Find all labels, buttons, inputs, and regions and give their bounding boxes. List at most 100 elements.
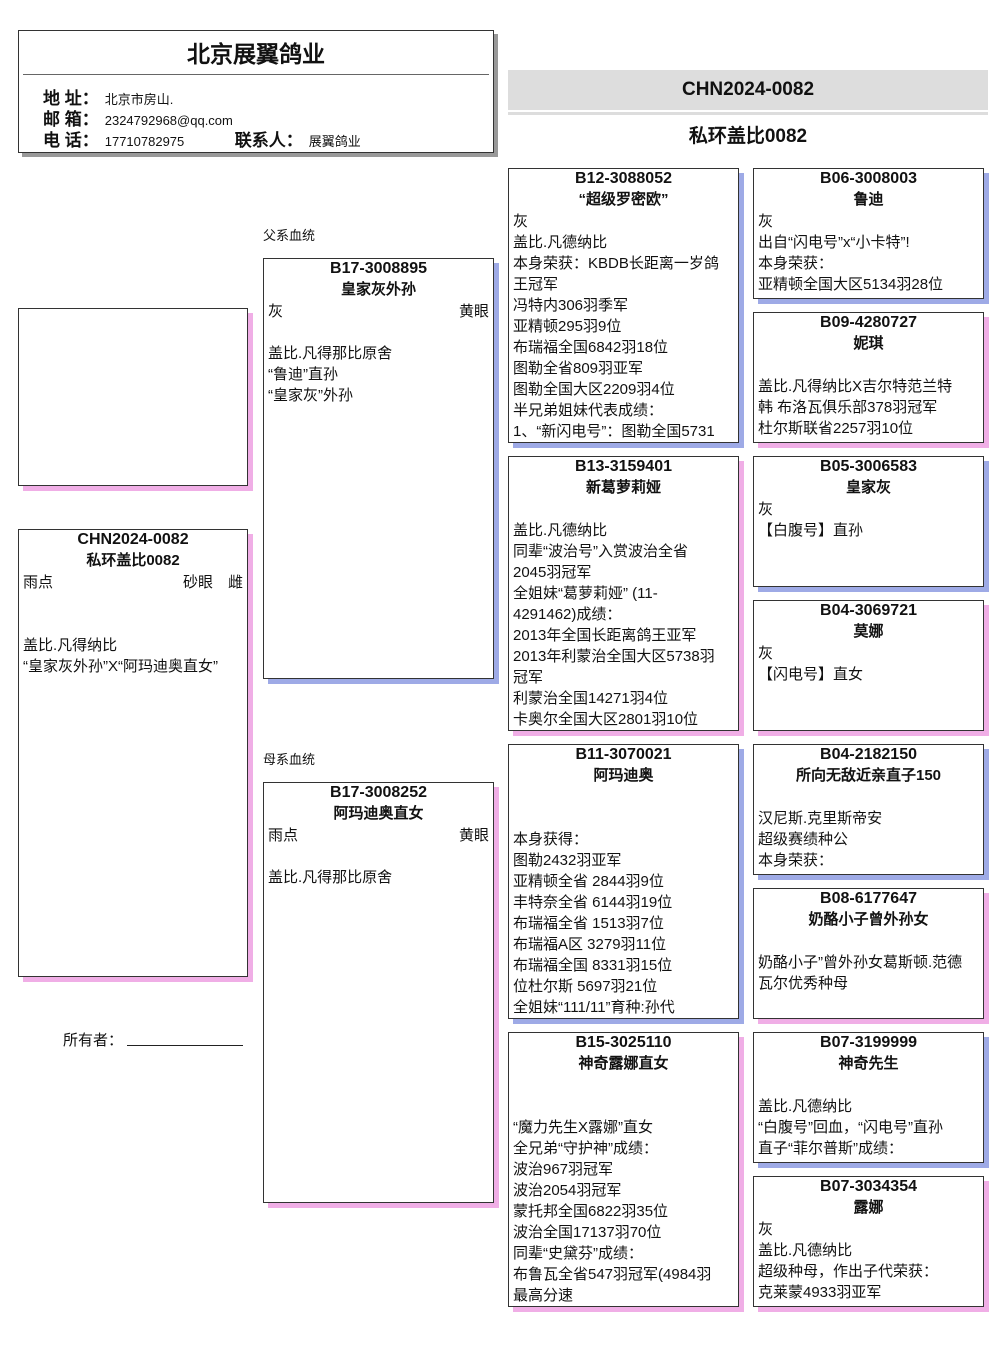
address-value: 北京市房山. xyxy=(104,92,174,107)
pedigree-note xyxy=(758,1075,979,1096)
eye-sex: 黄眼 xyxy=(458,827,489,844)
phone-row: 电 话： 17710782975 联系人： 展翼鸽业 xyxy=(43,126,361,151)
pedigree-note: 布瑞福全国6842羽18位 xyxy=(513,339,669,356)
bird-name: 皇家灰 xyxy=(845,479,891,496)
bird-name: 妮琪 xyxy=(853,335,884,352)
pedigree-note xyxy=(513,499,734,520)
pedigree-note: 波治967羽冠军 xyxy=(513,1161,614,1178)
pedigree-note xyxy=(268,846,489,867)
plumage-color: 雨点 xyxy=(23,574,54,591)
pedigree-note: 位杜尔斯 5697羽21位 xyxy=(513,978,658,995)
pedigree-note: 本身获得： xyxy=(513,831,589,848)
email-value: 2324792968@qq.com xyxy=(104,113,233,128)
contact-label: 联系人： xyxy=(234,131,303,150)
pedigree-note: 最高分速 xyxy=(513,1287,574,1304)
pedigree-note xyxy=(513,787,734,808)
pedigree-note: 超级赛绩种公 xyxy=(758,831,849,848)
pedigree-note: 亚精顿295羽9位 xyxy=(513,318,622,335)
ring-number: B17-3008895 xyxy=(330,260,427,277)
banner-ring: CHN2024-0082 xyxy=(508,70,988,110)
ring-number: B04-3069721 xyxy=(820,602,917,619)
bird-name: 所向无敌近亲直子150 xyxy=(795,767,942,784)
pedigree-card-sire[interactable]: B17-3008895 皇家灰外孙灰 黄眼盖比.凡得那比原舍 “鲁迪”直孙 “皇家灰”外… xyxy=(263,258,494,679)
pedigree-note: 冠军 xyxy=(513,669,544,686)
email-label: 邮 箱： xyxy=(43,110,99,129)
pedigree-note: 波治全国17137羽70位 xyxy=(513,1224,662,1241)
bird-name: 皇家灰外孙 xyxy=(340,281,416,298)
pedigree-note: 2013年全国长距离鸽王亚军 xyxy=(513,627,697,644)
ring-number: B12-3088052 xyxy=(575,170,672,187)
dam-line-label: 母系血统 xyxy=(263,752,316,767)
pedigree-note: 半兄弟姐妹代表成绩： xyxy=(513,402,664,419)
plumage-color: 灰 xyxy=(268,303,284,320)
pedigree-card-dam[interactable]: B17-3008252 阿玛迪奥直女雨点黄眼盖比.凡得那比原舍 xyxy=(263,782,494,1203)
pedigree-note: 盖比.凡得那比原舍 xyxy=(268,869,393,886)
pedigree-note: 丰特奈全省 6144羽19位 xyxy=(513,894,673,911)
pedigree-note xyxy=(513,1096,734,1117)
pedigree-note: “皇家灰外孙”X“阿玛迪奥直女” xyxy=(23,658,218,675)
pedigree-note: 盖比.凡得那比原舍 xyxy=(268,345,393,362)
pedigree-card-ss[interactable]: B12-3088052“超级罗密欧”灰盖比.凡德纳比本身荣获：KBDB长距离一岁… xyxy=(508,168,739,443)
color-eye-row: 灰 黄眼 xyxy=(268,301,489,322)
pedigree-note: 本身荣获： xyxy=(758,255,834,272)
pedigree-note: 汉尼斯.克里斯帝安 xyxy=(758,810,883,827)
pedigree-note: “魔力先生X露娜”直女 xyxy=(513,1119,653,1136)
pedigree-note: 亚精顿全国大区5134羽28位 xyxy=(758,276,944,293)
pedigree-note: 本身荣获：KBDB长距离一岁鸽 xyxy=(513,255,719,272)
header-divider xyxy=(23,74,489,75)
pedigree-note: 亚精顿全省 2844羽9位 xyxy=(513,873,664,890)
owner-signature-line[interactable] xyxy=(127,1045,243,1046)
ring-number: B04-2182150 xyxy=(820,746,917,763)
pedigree-note: 图勒全省809羽亚军 xyxy=(513,360,644,377)
pedigree-note: 全姐妹“葛萝莉娅” (11- xyxy=(513,585,658,602)
bird-name: 神奇露娜直女 xyxy=(578,1055,669,1072)
pedigree-note: 灰 xyxy=(758,1221,774,1238)
ring-number: CHN2024-0082 xyxy=(77,531,189,548)
pedigree-note: “鲁迪”直孙 xyxy=(268,366,338,383)
pedigree-card-subject[interactable]: CHN2024-0082 私环盖比0082 雨点砂眼 雌盖比.凡得纳比 “皇家灰外孙”… xyxy=(18,529,248,977)
eye-sex: 黄眼 xyxy=(458,303,489,320)
pedigree-note: 出自“闪电号”x“小卡特”! xyxy=(758,234,910,251)
ring-number: B05-3006583 xyxy=(820,458,917,475)
address-label: 地 址： xyxy=(43,89,99,108)
pedigree-note: 盖比.凡德纳比 xyxy=(758,1098,853,1115)
bird-name: 阿玛迪奥 xyxy=(593,767,654,784)
pedigree-note xyxy=(758,355,979,376)
pedigree-note: 杜尔斯联省2257羽10位 xyxy=(758,420,914,437)
pedigree-note: 灰 xyxy=(758,645,774,662)
pedigree-note: 布鲁瓦全省547羽冠军(4984羽 xyxy=(513,1266,712,1283)
phone-value: 17710782975 xyxy=(104,134,185,149)
bird-name: 莫娜 xyxy=(853,623,884,640)
bird-name: 阿玛迪奥直女 xyxy=(333,805,424,822)
pedigree-note: “白腹号”回血，“闪电号”直孙 xyxy=(758,1119,943,1136)
pedigree-note: 波治2054羽冠军 xyxy=(513,1182,622,1199)
bird-name: 神奇先生 xyxy=(838,1055,899,1072)
pedigree-note: 4291462)成绩： xyxy=(513,606,622,623)
pedigree-note: 盖比.凡得纳比 xyxy=(23,637,118,654)
pedigree-note: 2013年利蒙治全国大区5738羽 xyxy=(513,648,715,665)
pedigree-note: 1、“新闪电号”：图勒全国5731 xyxy=(513,423,715,440)
bird-name: 私环盖比0082 xyxy=(86,552,180,569)
color-eye-row: 雨点黄眼 xyxy=(268,825,489,846)
pedigree-note: “皇家灰”外孙 xyxy=(268,387,353,404)
pedigree-note: 奶酪小子”曾外孙女葛斯顿.范德 xyxy=(758,954,963,971)
loft-name: 北京展翼鸽业 xyxy=(187,41,325,67)
ring-number: B17-3008252 xyxy=(330,784,427,801)
sire-line-label: 父系血统 xyxy=(263,228,316,243)
bird-name: 新葛萝莉娅 xyxy=(585,479,661,496)
pedigree-note: 灰 xyxy=(758,501,774,518)
color-eye-row: 雨点砂眼 雌 xyxy=(23,572,243,593)
pedigree-note: 利蒙治全国14271羽4位 xyxy=(513,690,669,707)
pedigree-note: 盖比.凡德纳比 xyxy=(758,1242,853,1259)
